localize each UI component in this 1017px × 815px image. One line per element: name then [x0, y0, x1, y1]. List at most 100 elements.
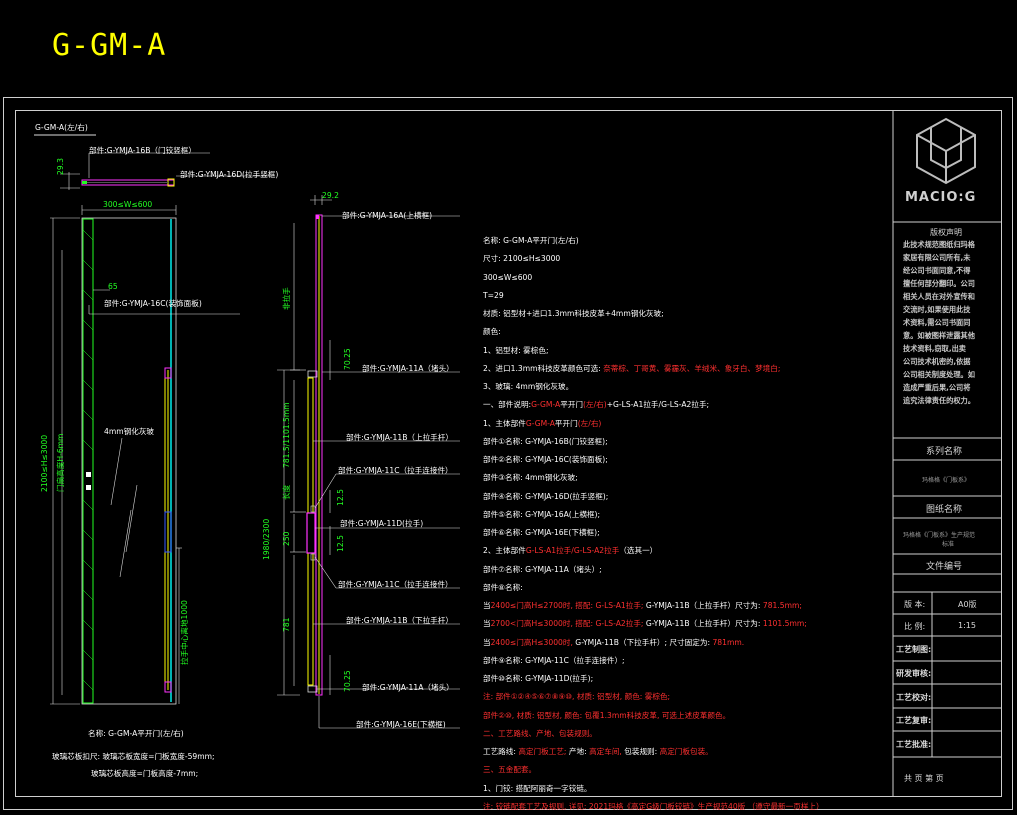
series-label: 系列名称 [926, 447, 963, 457]
title-block-grid [892, 110, 1002, 797]
copyright-line: 技术资料,窃取,出卖 [903, 344, 966, 353]
spec-segment: 工艺路线: [483, 747, 519, 756]
spec-line: 3、玻璃: 4mm钢化灰玻。 [483, 382, 573, 391]
drawing-name-value: 玛格格《门板系》生产规范 [903, 532, 976, 539]
spec-line: 部件⑥名称: G-YMJA-16E(下横框); [483, 528, 600, 537]
spec-segment: 包装规则: [621, 747, 660, 756]
spec-line: 三、五金配套。 [483, 765, 536, 774]
side-label-11b-upper: 部件:G-YMJA-11B（上拉手杆） [346, 433, 453, 442]
spec-segment: G-GM-A [525, 418, 555, 428]
spec-line: 当2700<门高H≤3000时, 搭配: G-LS-A2拉手; G-YMJA-1… [483, 619, 807, 628]
spec-segment: G-YMJA-11B（下拉手杆）; 尺寸固定为: [572, 637, 713, 647]
side-vdim-length: 长度 [282, 484, 291, 500]
drawing-title: G-GM-A [52, 28, 167, 63]
spec-line: 颜色: [483, 327, 501, 336]
spec-line: 300≤W≤600 [483, 273, 532, 282]
spec-segment: G-LS-A1拉手/G-LS-A2拉手 [525, 546, 620, 556]
spec-segment: T=29 [483, 290, 504, 300]
spec-segment: 高定门板工艺; [518, 747, 567, 756]
side-dim-12-5-bottom: 12.5 [336, 535, 345, 552]
spec-segment: 2、主体部件 [483, 546, 526, 556]
caption-note-1: 玻璃芯板扣尺: 玻璃芯板宽度=门板宽度-59mm; [52, 752, 215, 761]
drawing-name-value-2: 标准 [942, 541, 955, 548]
version-label: 版 本: [904, 600, 926, 609]
copyright-line: 经公司书面同意,不得 [903, 266, 971, 275]
spec-segment: 部件②名称: G-YMJA-16C(装饰面板); [483, 455, 608, 464]
spec-segment: 名称: G-GM-A平开门(左/右) [483, 236, 579, 245]
side-label-16e: 部件:G-YMJA-16E(下横框) [356, 720, 446, 729]
dim-handle-center: 拉手中心离地1000 [180, 600, 189, 665]
side-dim-70-25-top: 70.25 [343, 348, 352, 370]
copyright-line: 相关人员在对外宣传和 [903, 292, 975, 301]
spec-segment: 部件①名称: G-YMJA-16B(门铰竖框); [483, 436, 608, 446]
side-vdim-non-handle: 非拉手 [282, 287, 291, 310]
dim-width: 300≤W≤600 [103, 200, 153, 209]
spec-line: 部件⑩名称: G-YMJA-11D(拉手); [483, 674, 593, 683]
spec-segment: 当 [483, 637, 491, 647]
drawing-name-label: 图纸名称 [926, 505, 963, 515]
spec-segment: 平开门 [560, 400, 584, 410]
caption-name: 名称: G-GM-A平开门(左/右) [88, 729, 184, 738]
role-drafting: 工艺制图: [896, 645, 932, 654]
copyright-line: 术资料,需公司书面同 [903, 318, 971, 327]
spec-line: 部件⑧名称: [483, 583, 523, 592]
spec-segment: 部件⑥名称: G-YMJA-16E(下横框); [483, 528, 600, 537]
side-label-16a: 部件:G-YMJA-16A(上横框) [342, 211, 433, 220]
spec-segment: 1、门铰: 搭配阿丽奇一字铰链。 [483, 783, 592, 793]
spec-segment: 部件⑩名称: G-YMJA-11D(拉手); [483, 674, 594, 683]
spec-segment: 一、部件说明: [483, 400, 532, 410]
spec-line: 部件⑤名称: G-YMJA-16A(上横框); [483, 510, 600, 519]
spec-segment: 1、铝型材: 雾棕色; [483, 345, 549, 355]
spec-segment: G-YMJA-11B（上拉手杆）尺寸为: [643, 619, 763, 629]
part-label-16d: 部件:G-YMJA-16D(拉手竖框) [180, 170, 279, 179]
spec-segment: 781mm. [712, 637, 745, 647]
spec-segment: 2400≤门高H≤3000时, [490, 637, 573, 647]
side-label-11d: 部件:G-YMJA-11D(拉手) [340, 519, 424, 528]
spec-segment: 注: 铰链配套工艺及规则, 详见: 2021玛格《高定G级门板铰链》生产规范40… [483, 801, 824, 811]
side-vdim-781: 781 [282, 617, 291, 633]
copyright-title: 版权声明 [930, 228, 962, 237]
spec-line: 1、铝型材: 雾棕色; [483, 346, 549, 355]
spec-line: 部件②⑩, 材质: 铝型材, 颜色: 包覆1.3mm科技皮革, 可选上述皮革颜色… [483, 711, 730, 720]
spec-line: 部件②名称: G-YMJA-16C(装饰面板); [483, 455, 608, 464]
side-dim-70-25-bottom: 70.25 [343, 670, 352, 692]
spec-line: 1、门铰: 搭配阿丽奇一字铰链。 [483, 784, 592, 793]
part-label-16c: 部件:G-YMJA-16C(装饰面板) [104, 299, 202, 308]
spec-segment: (左/右) [577, 418, 602, 428]
spec-segment: （选其一） [619, 546, 658, 556]
spec-line: 注: 铰链配套工艺及规则, 详见: 2021玛格《高定G级门板铰链》生产规范40… [483, 802, 824, 811]
spec-segment: 当 [483, 619, 491, 629]
spec-line: 尺寸: 2100≤H≤3000 [483, 254, 560, 263]
logo-icon [916, 117, 976, 185]
spec-segment: 部件⑨名称: G-YMJA-11C（拉手连接件）; [483, 655, 625, 665]
copyright-line: 意。如被图样泄露其他 [903, 331, 975, 340]
spec-segment: 三、五金配套。 [483, 765, 537, 775]
side-label-11a-top: 部件:G-YMJA-11A（堵头） [362, 364, 454, 373]
role-approve: 工艺批准: [896, 740, 932, 749]
inner-frame [15, 110, 1002, 797]
dim-frame-height: 门扇高度H-6mm [56, 433, 65, 492]
spec-segment: 1、主体部件 [483, 418, 526, 428]
front-elevation [50, 205, 240, 705]
spec-segment: 产地: [566, 747, 590, 756]
role-recheck: 工艺复审: [896, 716, 932, 725]
spec-segment: 当 [483, 601, 491, 610]
copyright-line: 追究法律责任的权力。 [903, 396, 975, 405]
scale-label: 比 例: [904, 622, 926, 631]
copyright-line: 家居有限公司所有,未 [903, 253, 971, 262]
file-no-label: 文件编号 [926, 562, 963, 572]
dim-height: 2100≤H≤3000 [40, 434, 49, 492]
copyright-line: 交流时,如果使用此技 [903, 305, 971, 314]
spec-line: 二、工艺路线、产地、包装规则。 [483, 729, 597, 738]
spec-segment: 部件④名称: G-YMJA-16D(拉手竖框); [483, 491, 609, 501]
side-dim-12-5-top: 12.5 [336, 489, 345, 506]
spec-segment: 部件⑦名称: G-YMJA-11A（堵头）; [483, 564, 602, 574]
spec-line: 部件⑦名称: G-YMJA-11A（堵头）; [483, 565, 602, 574]
spec-segment: 部件⑤名称: G-YMJA-16A(上横框); [483, 509, 601, 519]
spec-segment: 奈蒂棕、丁哥黄、雾霾灰、羊绒米、象牙白、梦境白; [603, 363, 781, 373]
spec-segment: 2700<门高H≤3000时, 搭配: G-LS-A2拉手; [490, 619, 644, 629]
spec-segment: 部件⑧名称: [483, 582, 523, 592]
spec-segment: 二、工艺路线、产地、包装规则。 [483, 728, 597, 738]
spec-segment: 部件③名称: 4mm钢化灰玻; [483, 473, 578, 483]
